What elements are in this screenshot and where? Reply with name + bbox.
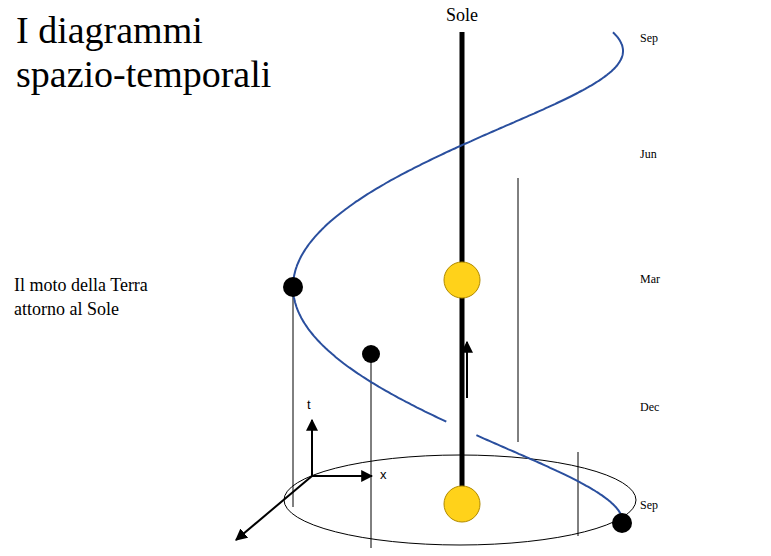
y-axis bbox=[236, 476, 312, 540]
sun-disc bbox=[444, 486, 480, 522]
month-label: Mar bbox=[640, 272, 660, 286]
projection-line bbox=[578, 452, 579, 536]
earth-dot bbox=[362, 345, 380, 363]
t-axis bbox=[311, 420, 313, 476]
axis-label: t bbox=[307, 397, 311, 413]
month-label: Dec bbox=[640, 400, 659, 414]
month-label: Jun bbox=[640, 147, 657, 161]
sun-label: Sole bbox=[446, 4, 478, 26]
month-label: Sep bbox=[640, 31, 658, 45]
diagram-title: I diagrammi spazio-temporali bbox=[16, 8, 301, 96]
axis-label: x bbox=[380, 467, 387, 483]
projection-line bbox=[293, 287, 294, 507]
sun-disc bbox=[444, 262, 480, 298]
month-label: Sep bbox=[640, 498, 658, 512]
earth-dot bbox=[283, 277, 303, 297]
earth-dot bbox=[612, 513, 632, 533]
earth-worldline bbox=[293, 32, 623, 523]
projection-line bbox=[518, 178, 519, 442]
caption-note: Il moto della Terra attorno al Sole bbox=[14, 273, 186, 321]
time-arrow bbox=[466, 342, 468, 398]
x-axis bbox=[312, 475, 372, 477]
